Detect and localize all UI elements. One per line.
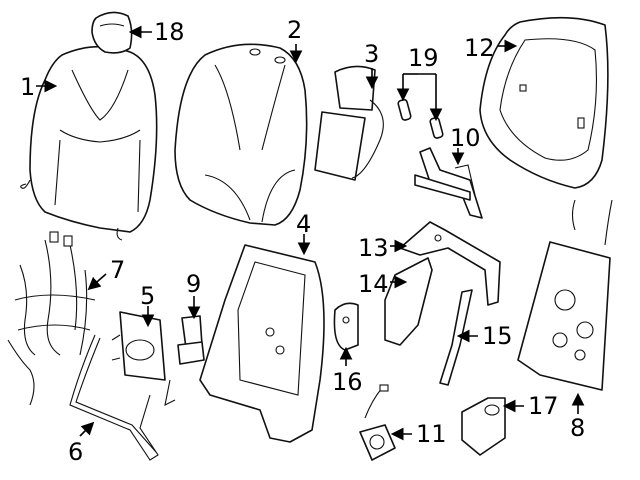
back-panel-part[interactable]: [479, 16, 609, 189]
callout-18[interactable]: 18: [154, 18, 185, 46]
callout-14[interactable]: 14: [358, 270, 389, 298]
bracket-part[interactable]: [414, 147, 483, 219]
seat-back-pad-part[interactable]: [174, 43, 308, 226]
wiring-harness-part[interactable]: [7, 231, 96, 406]
callout-9[interactable]: 9: [186, 270, 201, 298]
callout-19[interactable]: 19: [408, 44, 439, 72]
headrest-part[interactable]: [91, 11, 133, 54]
callout-17[interactable]: 17: [528, 392, 559, 420]
callout-12[interactable]: 12: [464, 34, 495, 62]
callout-labels: 1 2 3 4 5 6 7 8 9 10 11 12 13 14 15 16 1…: [20, 16, 585, 466]
control-board-part[interactable]: [517, 199, 613, 391]
callout-16[interactable]: 16: [332, 368, 363, 396]
callout-6[interactable]: 6: [68, 438, 83, 466]
small-bracket-part[interactable]: [333, 302, 359, 351]
side-mount-part[interactable]: [384, 257, 433, 346]
callout-11[interactable]: 11: [416, 420, 447, 448]
seat-frame-part[interactable]: [199, 244, 325, 443]
callout-2[interactable]: 2: [287, 16, 302, 44]
callout-4[interactable]: 4: [296, 210, 311, 238]
connector-block-part[interactable]: [177, 315, 205, 365]
callout-10[interactable]: 10: [450, 124, 481, 152]
callout-15[interactable]: 15: [482, 322, 513, 350]
callout-8[interactable]: 8: [570, 414, 585, 442]
motor-housing-part[interactable]: [111, 311, 166, 381]
wire-frame-part[interactable]: [69, 334, 176, 461]
arm-bracket-part[interactable]: [399, 221, 501, 306]
callout-13[interactable]: 13: [358, 234, 389, 262]
side-panel-part[interactable]: [314, 65, 384, 181]
callout-1[interactable]: 1: [20, 73, 35, 101]
rail-part[interactable]: [439, 289, 473, 386]
callout-3[interactable]: 3: [364, 40, 379, 68]
callout-7[interactable]: 7: [110, 256, 125, 284]
housing-part[interactable]: [461, 397, 506, 456]
callout-5[interactable]: 5: [140, 282, 155, 310]
motor-part[interactable]: [359, 384, 396, 461]
seat-back-cover-part[interactable]: [20, 45, 158, 241]
callout-lines: [36, 25, 585, 441]
